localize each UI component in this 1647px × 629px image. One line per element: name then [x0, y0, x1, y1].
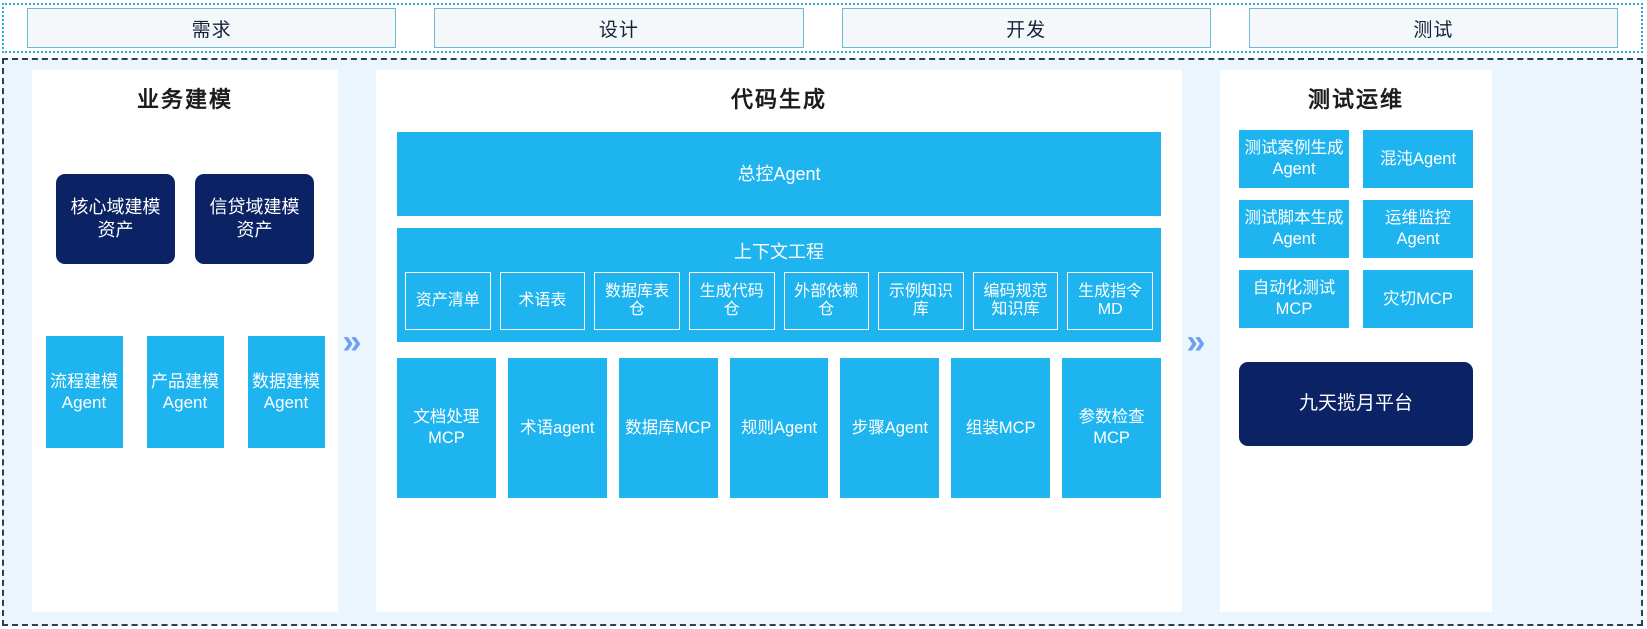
context-engineering-block: 上下文工程 资产清单 术语表 数据库表仓 生成代码仓 外部依赖仓 示例知识库 编… — [397, 228, 1161, 342]
phase-box-requirement[interactable]: 需求 — [27, 8, 397, 48]
card-product-modeling-agent[interactable]: 产品建模Agent — [146, 336, 224, 448]
context-item-asset-list[interactable]: 资产清单 — [405, 272, 491, 330]
business-assets-row: 核心域建模资产 信贷域建模资产 — [56, 174, 314, 264]
card-ops-monitoring-agent[interactable]: 运维监控Agent — [1363, 200, 1473, 258]
panel-title-test-operations: 测试运维 — [1307, 87, 1404, 112]
panel-title-code-generation: 代码生成 — [730, 87, 827, 112]
card-document-processing-mcp[interactable]: 文档处理MCP — [397, 358, 496, 498]
card-test-case-generation-agent[interactable]: 测试案例生成Agent — [1239, 130, 1349, 188]
card-chaos-agent[interactable]: 混沌Agent — [1363, 130, 1473, 188]
card-core-domain-asset[interactable]: 核心域建模资产 — [56, 174, 175, 264]
phase-strip: 需求 设计 开发 测试 — [2, 3, 1643, 53]
code-generation-tools-row: 文档处理MCP 术语agent 数据库MCP 规则Agent 步骤Agent 组… — [397, 358, 1162, 498]
main-dashed-area: 业务建模 核心域建模资产 信贷域建模资产 流程建模Agent 产品建模Agent… — [2, 58, 1643, 626]
card-credit-domain-asset[interactable]: 信贷域建模资产 — [195, 174, 314, 264]
card-parameter-check-mcp[interactable]: 参数检查MCP — [1062, 358, 1162, 498]
context-item-generation-instruction-md[interactable]: 生成指令MD — [1067, 272, 1153, 330]
phase-box-design[interactable]: 设计 — [434, 8, 804, 48]
card-step-agent[interactable]: 步骤Agent — [840, 358, 940, 498]
card-master-control-agent[interactable]: 总控Agent — [397, 132, 1161, 216]
context-items-row: 资产清单 术语表 数据库表仓 生成代码仓 外部依赖仓 示例知识库 编码规范知识库… — [405, 272, 1153, 330]
panel-business-modeling: 业务建模 核心域建模资产 信贷域建模资产 流程建模Agent 产品建模Agent… — [32, 70, 338, 612]
card-jiutian-lanyue-platform[interactable]: 九天揽月平台 — [1239, 362, 1473, 446]
card-database-mcp[interactable]: 数据库MCP — [618, 358, 718, 498]
card-data-modeling-agent[interactable]: 数据建模Agent — [247, 336, 325, 448]
context-item-coding-standard-knowledge-base[interactable]: 编码规范知识库 — [972, 272, 1059, 330]
card-process-modeling-agent[interactable]: 流程建模Agent — [45, 336, 123, 448]
card-assembly-mcp[interactable]: 组装MCP — [951, 358, 1051, 498]
context-item-glossary[interactable]: 术语表 — [499, 272, 586, 330]
panel-test-operations: 测试运维 测试案例生成Agent 混沌Agent 测试脚本生成Agent 运维监… — [1220, 70, 1492, 612]
double-chevron-right-icon: » — [1186, 323, 1206, 361]
panel-title-business-modeling: 业务建模 — [136, 87, 233, 112]
context-item-example-knowledge-base[interactable]: 示例知识库 — [878, 272, 964, 330]
card-automated-testing-mcp[interactable]: 自动化测试MCP — [1239, 270, 1349, 328]
context-engineering-title: 上下文工程 — [734, 242, 824, 262]
business-agents-row: 流程建模Agent 产品建模Agent 数据建模Agent — [45, 336, 325, 448]
phase-box-development[interactable]: 开发 — [841, 8, 1211, 48]
card-disaster-switch-mcp[interactable]: 灾切MCP — [1363, 270, 1473, 328]
context-item-external-dependency-repo[interactable]: 外部依赖仓 — [783, 272, 870, 330]
card-rule-agent[interactable]: 规则Agent — [729, 358, 829, 498]
phase-box-testing[interactable]: 测试 — [1248, 8, 1618, 48]
test-ops-grid: 测试案例生成Agent 混沌Agent 测试脚本生成Agent 运维监控Agen… — [1239, 130, 1473, 328]
double-chevron-right-icon: » — [342, 323, 362, 361]
panel-code-generation: 代码生成 总控Agent 上下文工程 资产清单 术语表 数据库表仓 生成代码仓 … — [376, 70, 1182, 612]
connector-right: » — [1174, 60, 1212, 624]
card-glossary-agent[interactable]: 术语agent — [507, 358, 607, 498]
connector-left: » — [330, 60, 368, 624]
context-item-generated-code-repo[interactable]: 生成代码仓 — [688, 272, 775, 330]
card-test-script-generation-agent[interactable]: 测试脚本生成Agent — [1239, 200, 1349, 258]
context-item-db-table-repo[interactable]: 数据库表仓 — [594, 272, 680, 330]
